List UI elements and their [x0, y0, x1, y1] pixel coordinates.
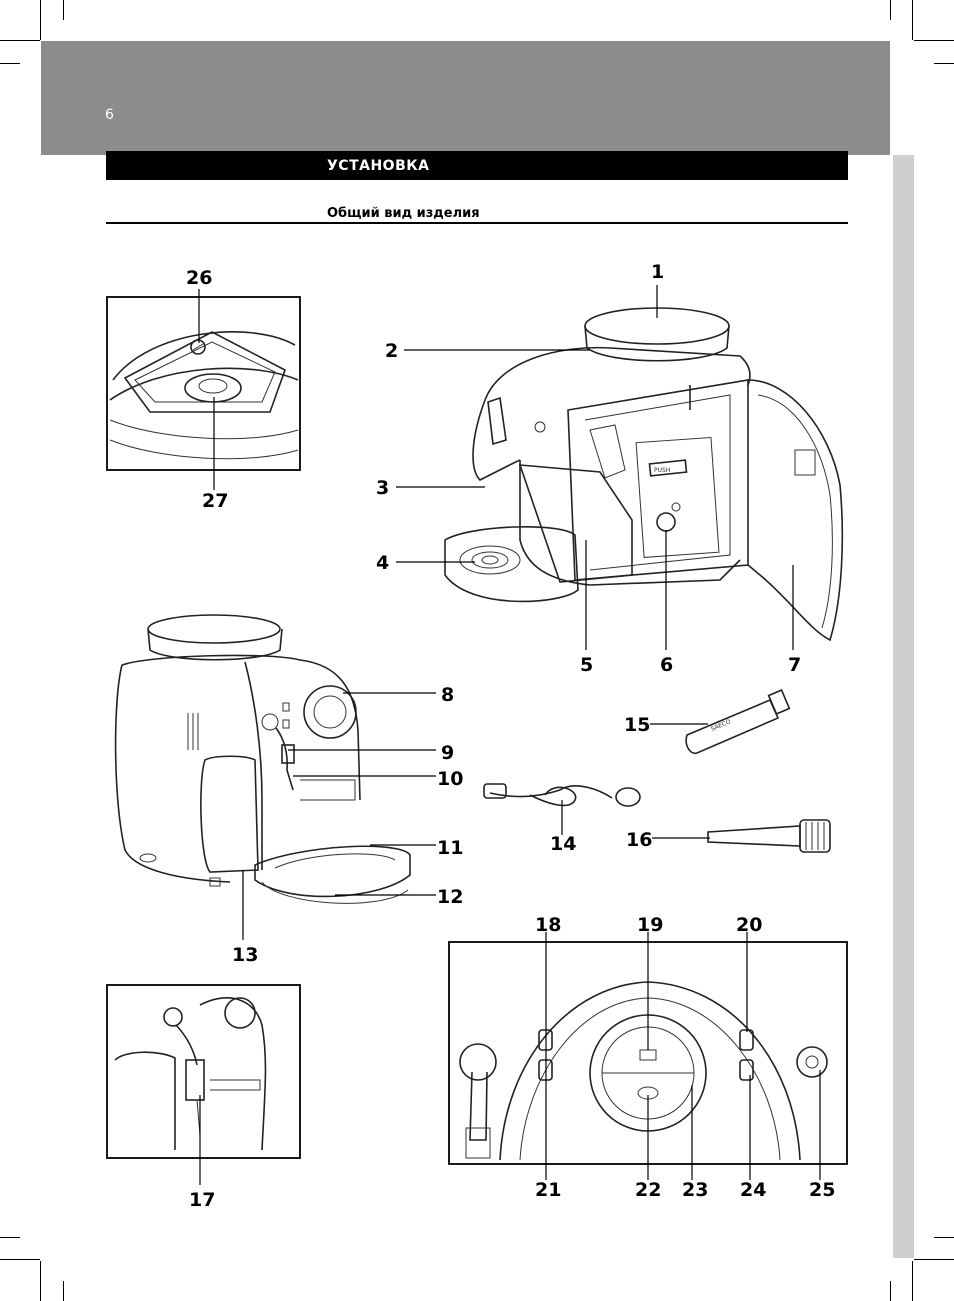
crop-mark	[0, 40, 40, 41]
crop-mark	[914, 1259, 954, 1260]
crop-mark	[0, 1259, 40, 1260]
side-band	[893, 155, 914, 1258]
subtitle: Общий вид изделия	[327, 206, 480, 221]
page-number: 6	[105, 107, 114, 123]
callout-9: 9	[441, 742, 454, 764]
callout-1: 1	[651, 261, 664, 283]
crop-mark	[934, 1237, 954, 1238]
crop-mark	[890, 1281, 891, 1301]
callout-19: 19	[637, 914, 663, 936]
callout-10: 10	[437, 768, 463, 790]
machine-front-view	[114, 614, 411, 904]
callout-16: 16	[626, 829, 652, 851]
callout-24: 24	[740, 1179, 766, 1201]
crop-mark	[0, 63, 20, 64]
crop-mark	[890, 0, 891, 20]
callout-12: 12	[437, 886, 463, 908]
callout-3: 3	[376, 477, 389, 499]
callout-20: 20	[736, 914, 762, 936]
callout-14: 14	[550, 833, 576, 855]
crop-mark	[914, 40, 954, 41]
crop-mark	[0, 1237, 20, 1238]
header-band	[41, 41, 890, 155]
callout-6: 6	[660, 654, 673, 676]
callout-5: 5	[580, 654, 593, 676]
crop-mark	[40, 1261, 41, 1301]
crop-mark	[912, 1261, 913, 1301]
callout-8: 8	[441, 684, 454, 706]
callout-4: 4	[376, 552, 389, 574]
crop-mark	[63, 1281, 64, 1301]
subtitle-rule	[106, 222, 848, 224]
power-cord	[483, 783, 641, 807]
machine-open-door: PUSH	[444, 307, 844, 642]
push-label: PUSH	[654, 467, 670, 474]
callout-2: 2	[385, 340, 398, 362]
callout-21: 21	[535, 1179, 561, 1201]
callout-23: 23	[682, 1179, 708, 1201]
section-title: УСТАНОВКА	[327, 158, 430, 174]
callout-27: 27	[202, 490, 228, 512]
grease-tube: SAECO	[685, 689, 791, 755]
callout-17: 17	[189, 1189, 215, 1211]
hopper-inset	[106, 289, 301, 490]
callout-26: 26	[186, 267, 212, 289]
grinder-key	[707, 819, 831, 853]
callout-13: 13	[232, 944, 258, 966]
crop-mark	[40, 0, 41, 40]
crop-mark	[934, 63, 954, 64]
crop-mark	[912, 0, 913, 40]
callout-18: 18	[535, 914, 561, 936]
callout-15: 15	[624, 714, 650, 736]
callout-22: 22	[635, 1179, 661, 1201]
callout-11: 11	[437, 837, 463, 859]
callout-25: 25	[809, 1179, 835, 1201]
steam-wand-inset	[106, 984, 301, 1159]
crop-mark	[63, 0, 64, 20]
callout-7: 7	[788, 654, 801, 676]
section-bar	[106, 151, 848, 180]
